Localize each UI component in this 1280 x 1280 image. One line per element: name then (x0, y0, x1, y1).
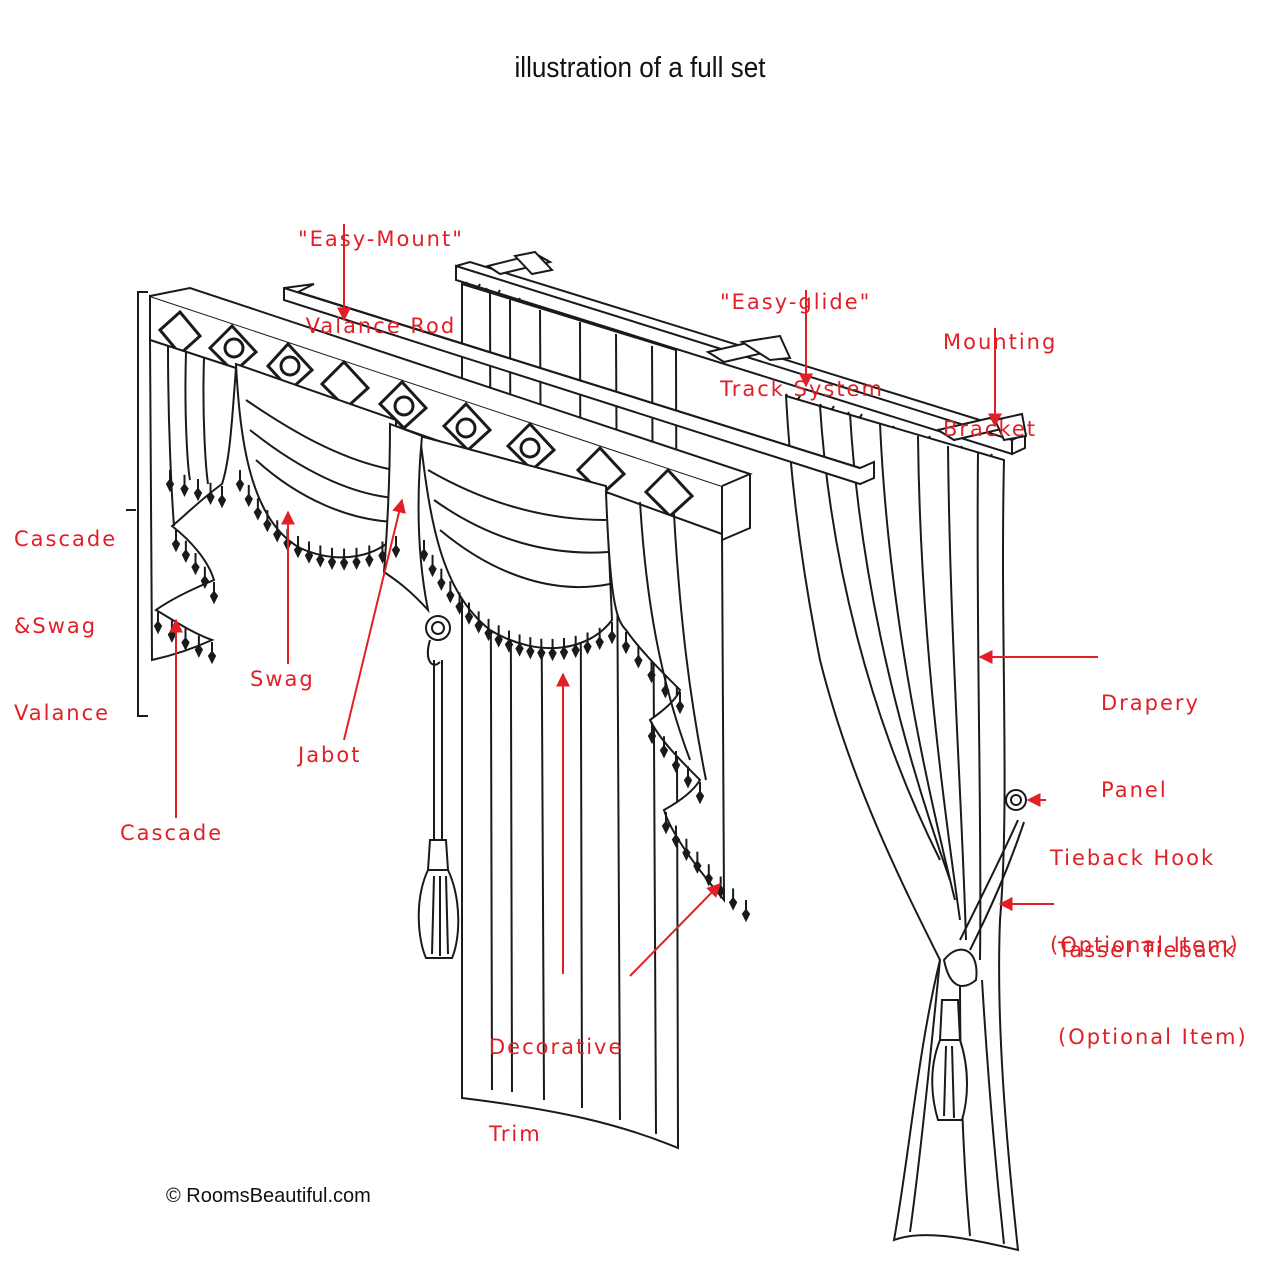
valance-rod (283, 283, 875, 486)
valance-bracket (137, 291, 148, 717)
label-jabot: Jabot (298, 743, 362, 767)
leader-arrows (169, 224, 1098, 977)
jabot (382, 422, 430, 614)
swag-fabric (234, 362, 614, 650)
label-decorative-trim: Decorative Trim (489, 1035, 624, 1146)
label-cascade-swag-valance: Cascade &Swag Valance (14, 527, 118, 725)
decorative-trim-fringe (153, 470, 751, 923)
mounting-bracket-middle (705, 334, 792, 364)
label-tieback-hook: Tieback Hook (Optional Item) (1050, 846, 1240, 957)
label-mounting-bracket: Mounting Bracket (943, 330, 1058, 441)
drapery-panel-right (784, 394, 1020, 1252)
arrow-trim-diagonal (629, 882, 721, 977)
mounting-bracket-left (485, 250, 554, 276)
track-system (455, 250, 1028, 460)
copyright-notice: © RoomsBeautiful.com (166, 1185, 371, 1207)
tieback-hook-right (931, 789, 1027, 1121)
tieback-hook-left (417, 615, 460, 959)
label-tassel-tieback: Tassel Tieback (Optional Item) (1058, 938, 1248, 1049)
label-valance-rod: "Easy-Mount" Valance Rod (298, 227, 464, 338)
label-cascade: Cascade (120, 821, 224, 845)
arrow-jabot (343, 498, 406, 741)
label-track-system: "Easy-glide" Track System (720, 290, 884, 401)
cascade-right (604, 490, 726, 903)
label-swag: Swag (250, 667, 315, 691)
label-drapery-panel: Drapery Panel (1101, 691, 1200, 802)
diagram-title: illustration of a full set (514, 52, 766, 84)
cascade-left (148, 338, 238, 662)
